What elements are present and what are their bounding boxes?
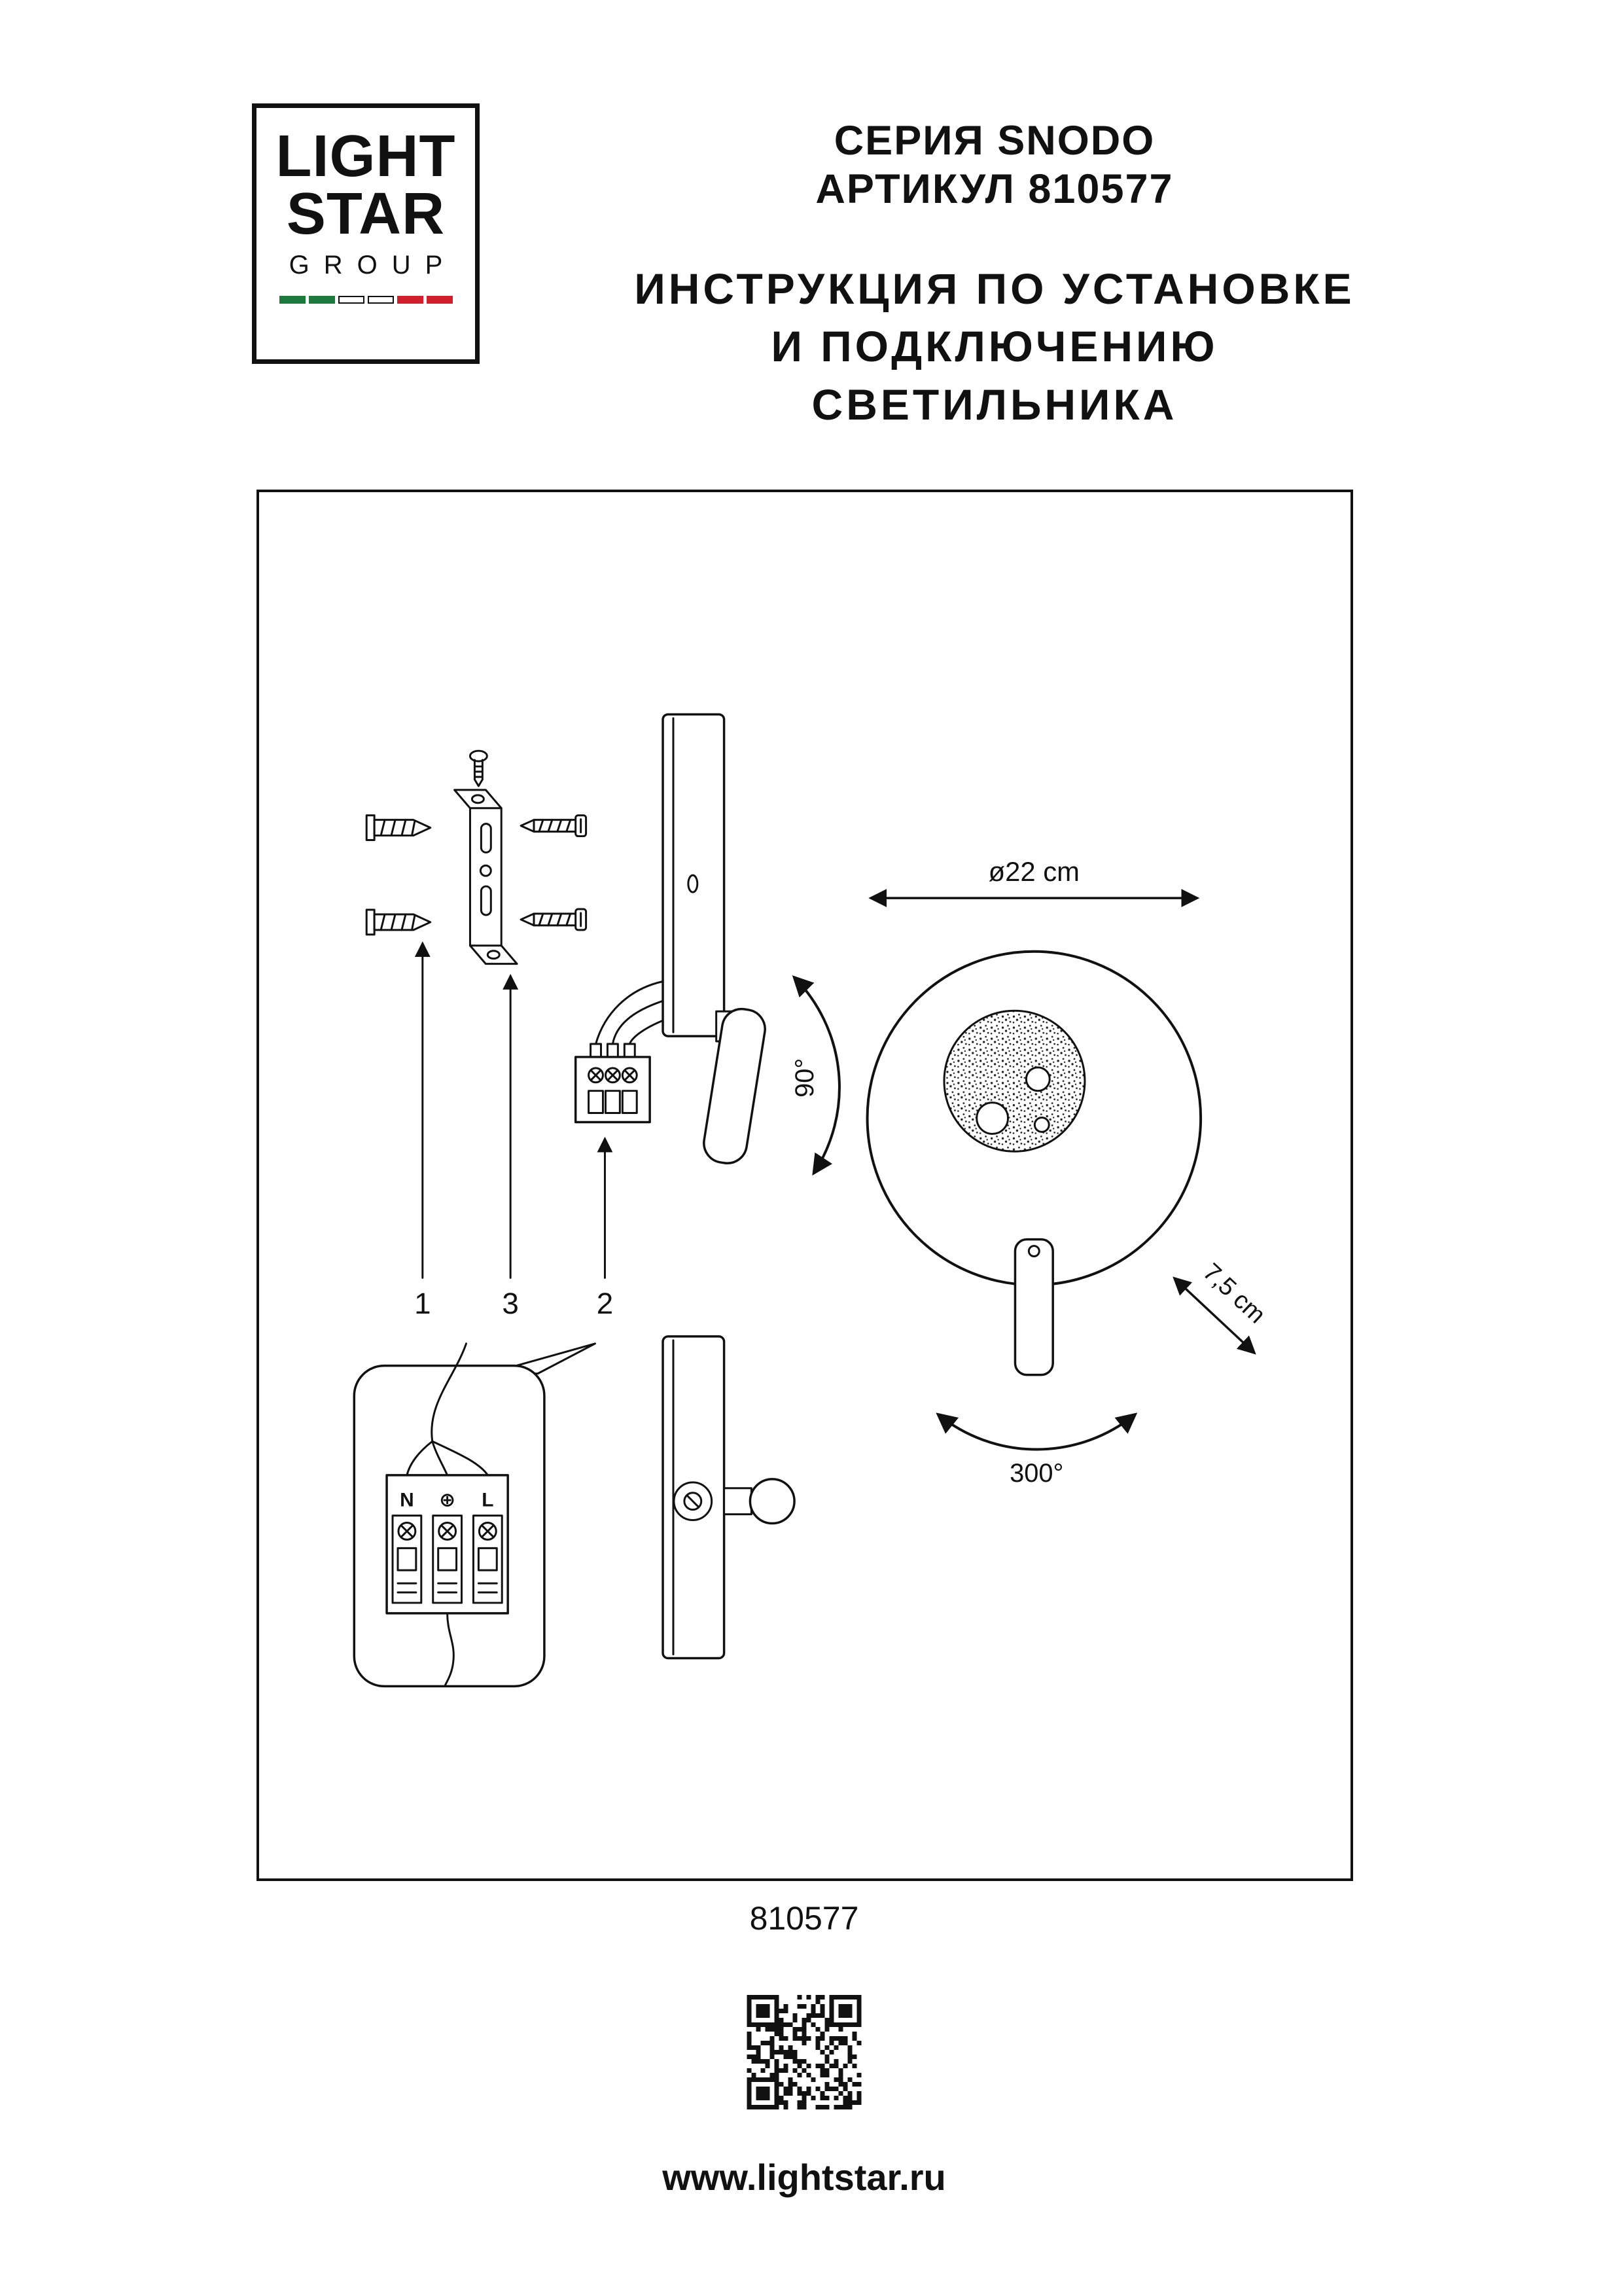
flag-segment-white (367, 296, 394, 304)
side-view-top: 90° (574, 713, 841, 1176)
article-title: АРТИКУЛ 810577 (815, 166, 1174, 213)
wire (611, 999, 664, 1045)
flag-segment-green (279, 296, 306, 304)
rotation-arc-300: 300° (936, 1412, 1138, 1488)
angle-300-label: 300° (1010, 1459, 1063, 1488)
wire-in (431, 1342, 467, 1443)
rotation-arc-90 (792, 975, 841, 1176)
flag-segment-white (338, 296, 364, 304)
screw-top (468, 749, 488, 787)
wire-out (444, 1612, 455, 1686)
dimension-depth: 7,5 cm (1173, 1258, 1271, 1355)
flag-segment-red (426, 296, 453, 304)
wall-anchor-top (365, 814, 432, 842)
logo-word-group: GROUP (289, 251, 457, 280)
logo-word-light: LIGHT (275, 124, 456, 189)
part-number-3: 3 (502, 1287, 518, 1320)
speckled-disc (943, 1009, 1086, 1153)
italian-flag-strip (256, 296, 475, 304)
instruction-line-1: ИНСТРУКЦИЯ ПО УСТАНОВКЕ (634, 264, 1355, 313)
mounting-bracket (453, 789, 518, 965)
wire (628, 1019, 664, 1045)
terminal-unit (391, 1515, 423, 1604)
lamp-arm-side (703, 1007, 766, 1164)
logo-word-star: STAR (286, 181, 446, 247)
flag-segment-green (308, 296, 335, 304)
connection-callout: N ⊕ L (353, 1342, 597, 1688)
terminal-block-side (574, 1043, 651, 1124)
terminal-label-l: L (482, 1490, 493, 1511)
flag-segment-red (397, 296, 423, 304)
wall-anchor-bottom (365, 908, 432, 936)
diagram-panel: 1 3 2 (256, 490, 1353, 1881)
lamp-arm-front (1014, 1238, 1054, 1376)
terminal-label-ground: ⊕ (439, 1490, 455, 1511)
installation-diagram: 1 3 2 (353, 713, 1271, 1688)
side-view-bottom (662, 1335, 796, 1660)
front-view: ø22 cm 300° 7,5 cm (866, 856, 1271, 1488)
wire (595, 980, 664, 1045)
screw-lower (520, 908, 588, 931)
part-number-1: 1 (414, 1287, 431, 1320)
terminal-label-n: N (400, 1490, 414, 1511)
instruction-title: ИНСТРУКЦИЯ ПО УСТАНОВКЕ И ПОДКЛЮЧЕНИЮ СВ… (589, 260, 1400, 433)
qr-code (747, 1995, 862, 2109)
part-number-2: 2 (597, 1287, 613, 1320)
lightstar-logo: LIGHT STAR GROUP (252, 103, 480, 364)
instruction-line-2: И ПОДКЛЮЧЕНИЮ СВЕТИЛЬНИКА (771, 322, 1218, 429)
angle-90-label: 90° (790, 1058, 819, 1098)
document-header: СЕРИЯ SNODO АРТИКУЛ 810577 ИНСТРУКЦИЯ ПО… (589, 117, 1400, 433)
diameter-label: ø22 cm (989, 856, 1080, 887)
website-url: www.lightstar.ru (662, 2157, 946, 2198)
footer-article-number: 810577 (749, 1900, 859, 1937)
series-title: СЕРИЯ SNODO (834, 118, 1156, 164)
depth-label: 7,5 cm (1197, 1258, 1271, 1329)
screw-upper (520, 814, 588, 838)
terminal-block-detail: N ⊕ L (385, 1474, 509, 1615)
dimension-diameter: ø22 cm (868, 856, 1200, 908)
ball-joint (749, 1478, 796, 1525)
